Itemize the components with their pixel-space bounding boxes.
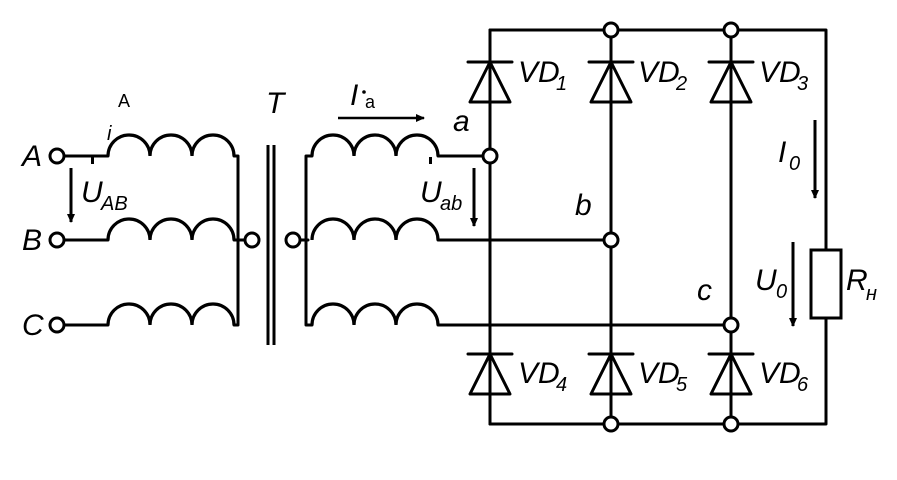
label-u0-sub: 0 [776, 281, 787, 303]
label-node-c: c [697, 274, 712, 307]
label-phase-b: B [22, 224, 42, 257]
label-u-ab-primary: U [81, 176, 103, 209]
label-vd5-prefix: VD [638, 357, 680, 390]
terminal-a [48, 147, 66, 165]
label-u-ab-secondary: U [420, 176, 442, 209]
label-phase-a: A [20, 140, 42, 173]
secondary-coil-b [310, 217, 440, 241]
terminal-c [48, 316, 66, 334]
node-b [602, 231, 620, 249]
node-top-b [602, 21, 620, 39]
label-node-b: b [575, 189, 592, 222]
transformer-core [266, 145, 276, 345]
load-resistor [809, 248, 843, 320]
label-i-primary: i [107, 123, 112, 145]
primary-neutral-node [243, 231, 261, 249]
label-i-primary-sup: A [118, 91, 130, 111]
label-phase-c: C [22, 309, 44, 342]
secondary-coil-a [310, 133, 440, 157]
diode-vd5 [587, 350, 635, 396]
node-bottom-b [602, 415, 620, 433]
label-vd1-prefix: VD [518, 56, 560, 89]
diode-vd2 [587, 58, 635, 104]
node-bottom-c [722, 415, 740, 433]
label-vd6-prefix: VD [759, 357, 801, 390]
label-i-secondary-sub: a [365, 92, 376, 112]
label-node-a: a [453, 105, 470, 138]
diode-vd1 [466, 58, 514, 104]
label-vd2-index: 2 [675, 73, 687, 95]
label-vd5-index: 5 [676, 374, 688, 396]
secondary-coil-c [310, 302, 440, 326]
label-i0-sub: 0 [789, 153, 800, 175]
label-transformer: T [266, 87, 287, 120]
label-vd4-index: 4 [556, 374, 567, 396]
node-c [722, 316, 740, 334]
label-vd4-prefix: VD [518, 357, 560, 390]
diode-vd3 [707, 58, 755, 104]
secondary-winding [284, 133, 726, 327]
label-vd3-index: 3 [797, 73, 808, 95]
label-i-secondary: I [350, 79, 358, 112]
primary-coil-a [106, 133, 236, 157]
diode-vd4 [466, 350, 514, 396]
node-a [481, 147, 499, 165]
terminal-b [48, 231, 66, 249]
primary-coil-b [106, 217, 236, 241]
node-top-c [722, 21, 740, 39]
label-vd2-prefix: VD [638, 56, 680, 89]
label-vd1-index: 1 [556, 73, 567, 95]
primary-coil-c [106, 302, 236, 326]
label-u0: U [755, 264, 777, 297]
label-rh: R [846, 264, 868, 297]
label-u-ab-secondary-sub: ab [440, 193, 462, 215]
secondary-neutral-node [284, 231, 302, 249]
diode-vd6 [707, 350, 755, 396]
label-vd3-prefix: VD [759, 56, 801, 89]
label-u-ab-primary-sub: AB [100, 193, 128, 215]
label-vd6-index: 6 [797, 374, 809, 396]
label-i0: I [778, 136, 786, 169]
primary-winding [48, 133, 261, 334]
label-rh-sub: н [866, 283, 877, 305]
